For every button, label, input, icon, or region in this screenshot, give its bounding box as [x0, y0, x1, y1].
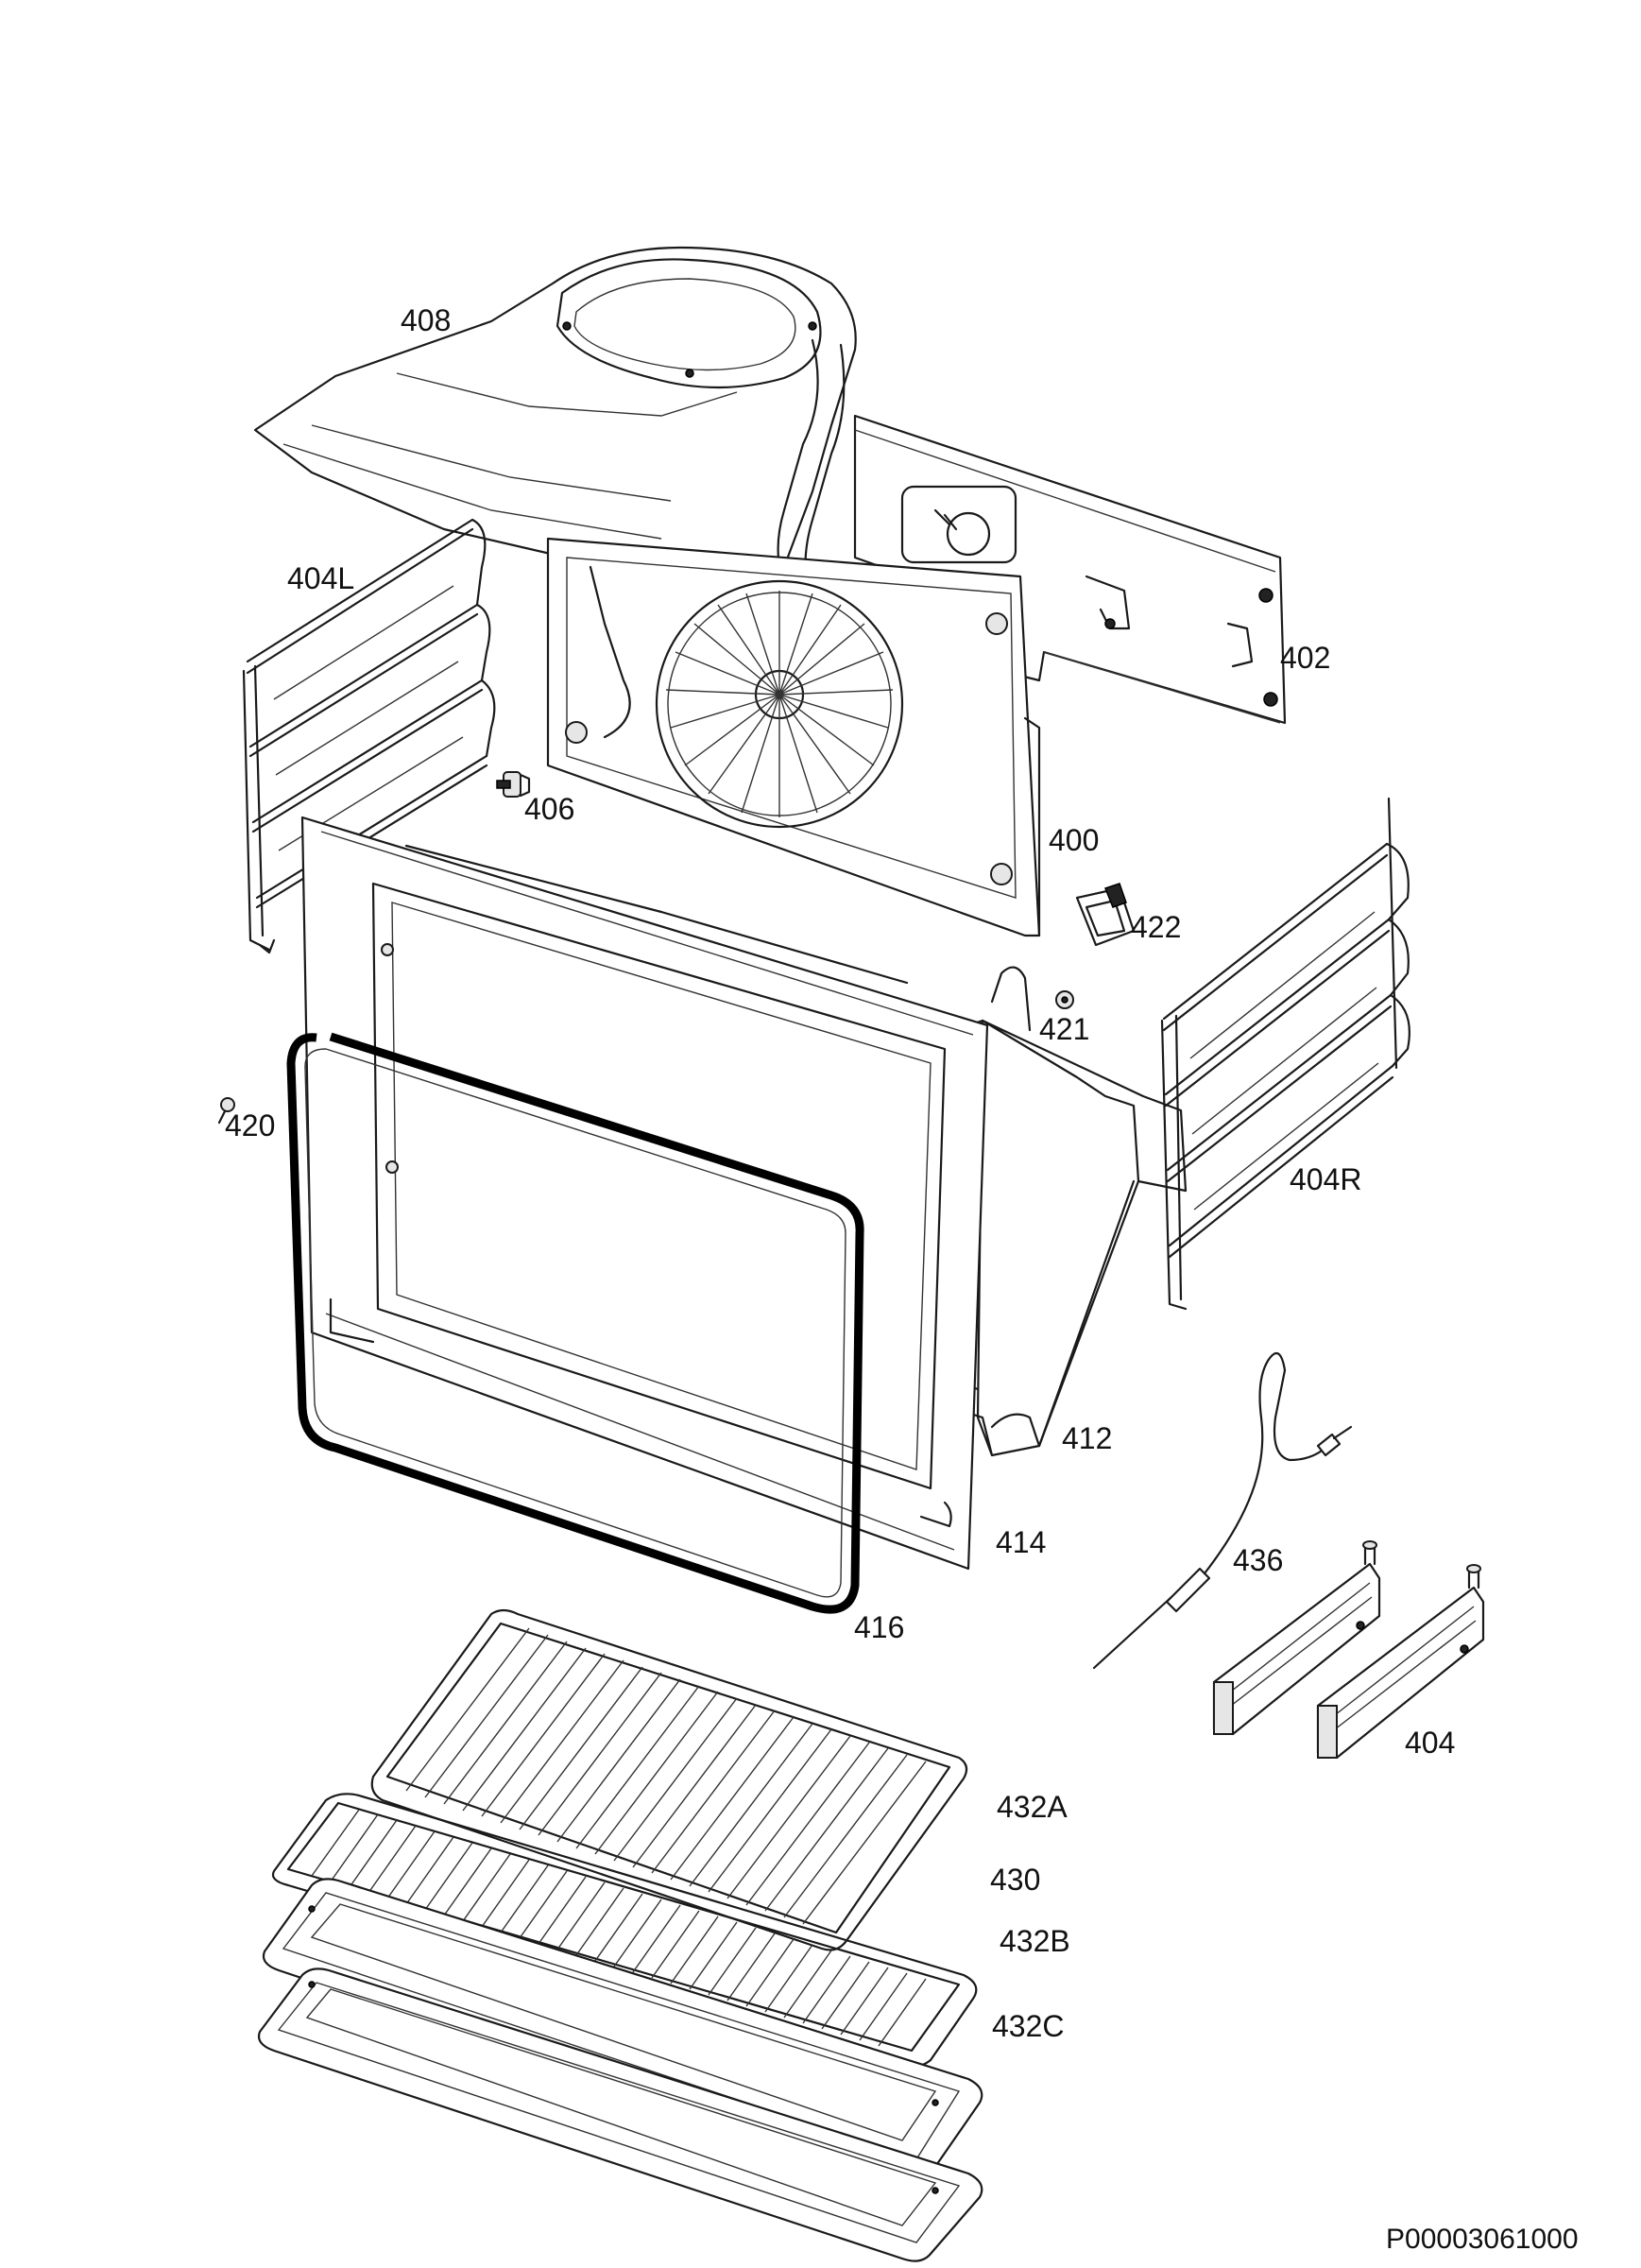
part-414-front-frame	[300, 816, 989, 1571]
label-432B: 432B	[1000, 1924, 1070, 1958]
label-421: 421	[1039, 1012, 1089, 1046]
part-422-lamp-cover	[1075, 883, 1136, 947]
runner-right	[1316, 1564, 1485, 1760]
label-402: 402	[1280, 641, 1330, 675]
label-420: 420	[225, 1108, 275, 1143]
label-416: 416	[854, 1610, 904, 1644]
label-430: 430	[990, 1863, 1040, 1897]
part-416-door-seal	[286, 1032, 864, 1614]
part-432A-wire-shelf	[370, 1608, 968, 1951]
part-404R-right-shelf-runner	[1160, 797, 1410, 1311]
part-420-screw	[217, 1097, 235, 1125]
part-432C-deep-tray	[257, 1967, 983, 2262]
fan-grille	[655, 579, 904, 829]
part-400-back-panel	[546, 537, 1041, 937]
label-436: 436	[1233, 1543, 1283, 1577]
label-400: 400	[1049, 823, 1099, 857]
part-404-telescopic-runners	[1212, 1540, 1485, 1760]
label-432A: 432A	[997, 1790, 1068, 1824]
label-432C: 432C	[992, 2009, 1065, 2043]
label-408: 408	[401, 303, 451, 337]
label-412: 412	[1062, 1421, 1112, 1455]
part-402-rear-bracket	[853, 414, 1287, 725]
part-436-meat-probe	[1092, 1351, 1353, 1670]
reference-code: P00003061000	[1386, 2224, 1579, 2255]
label-422: 422	[1131, 910, 1181, 944]
runner-left	[1212, 1540, 1381, 1736]
part-408-fan-duct-cover	[253, 246, 857, 616]
part-430-grill-rack	[271, 1793, 978, 2069]
label-404R: 404R	[1290, 1162, 1362, 1196]
part-406-lamp-holder	[496, 771, 531, 798]
part-404L-left-shelf-runner	[242, 518, 496, 954]
label-404L: 404L	[287, 561, 354, 595]
label-406: 406	[524, 792, 574, 826]
part-421-lamp	[1055, 990, 1074, 1009]
label-404: 404	[1405, 1726, 1455, 1760]
label-414: 414	[996, 1525, 1046, 1559]
